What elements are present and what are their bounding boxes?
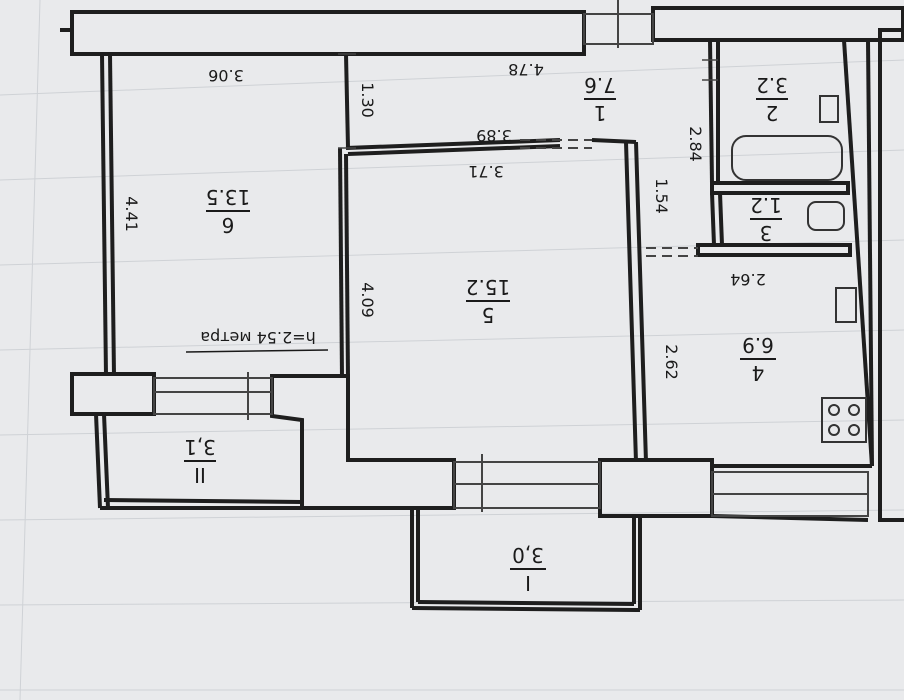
wall-pier-left [70, 372, 156, 416]
room-label-1: 1 7.6 [584, 73, 616, 125]
room-area: 6.9 [742, 333, 774, 357]
dimension-label: 4.78 [508, 60, 544, 79]
room-number: 4 [752, 361, 765, 385]
dimension-label: 2.84 [686, 126, 705, 162]
room-label-5: 5 15.2 [466, 275, 511, 327]
dimension-label: 3.06 [208, 66, 244, 85]
room-label-3: 3 1.2 [750, 193, 782, 245]
room-label-2: 2 3.2 [756, 73, 788, 125]
dimension-ticks [338, 53, 718, 149]
fixtures [731, 95, 867, 443]
wall-pier-right [598, 458, 714, 518]
room-number: 6 [222, 213, 235, 237]
window-room6 [153, 377, 273, 415]
dimension-label: 1.30 [358, 82, 377, 118]
bath-sink [819, 95, 839, 123]
room-area: 1.2 [750, 193, 782, 217]
room-area: 7.6 [584, 73, 616, 97]
room-area: 3,0 [512, 543, 544, 567]
room-number: I [525, 571, 531, 595]
dimension-label: 2.64 [730, 270, 766, 289]
room-number: 3 [760, 221, 773, 245]
room-label-balcony: I 3,0 [510, 543, 546, 595]
dimension-label: 1.54 [652, 178, 671, 214]
height-note: h=2.54 метра [185, 328, 329, 353]
wall-toilet-bottom [696, 243, 852, 257]
room-label-6: 6 13.5 [206, 185, 251, 237]
door-openings [520, 139, 698, 257]
kitchen-sink [835, 287, 857, 323]
room-area: 3,1 [184, 435, 216, 459]
room-number: II [194, 463, 206, 487]
dimension-label: 4.09 [358, 282, 377, 318]
height-text: h=2.54 метра [200, 328, 315, 347]
room-label-loggia: II 3,1 [184, 435, 216, 487]
walls [60, 6, 904, 612]
room-number: 2 [766, 101, 779, 125]
dimension-label: 4.41 [122, 196, 141, 232]
wall-top-left [70, 10, 586, 56]
room-number: 5 [482, 303, 495, 327]
room-area: 15.2 [466, 275, 511, 299]
wall-right [842, 39, 874, 467]
room-label-4: 4 6.9 [740, 333, 776, 385]
wall-top-right [651, 6, 904, 42]
stove [821, 397, 867, 443]
bathtub [731, 135, 843, 181]
dimension-label: 3.89 [476, 126, 512, 145]
room-area: 13.5 [206, 185, 251, 209]
dimension-label: 3.71 [468, 162, 504, 181]
wall-bath-toilet [710, 181, 850, 195]
room-number: 1 [594, 101, 607, 125]
windows [153, 0, 869, 517]
dimension-label: 2.62 [662, 344, 681, 380]
toilet [807, 201, 845, 231]
room-area: 3.2 [756, 73, 788, 97]
